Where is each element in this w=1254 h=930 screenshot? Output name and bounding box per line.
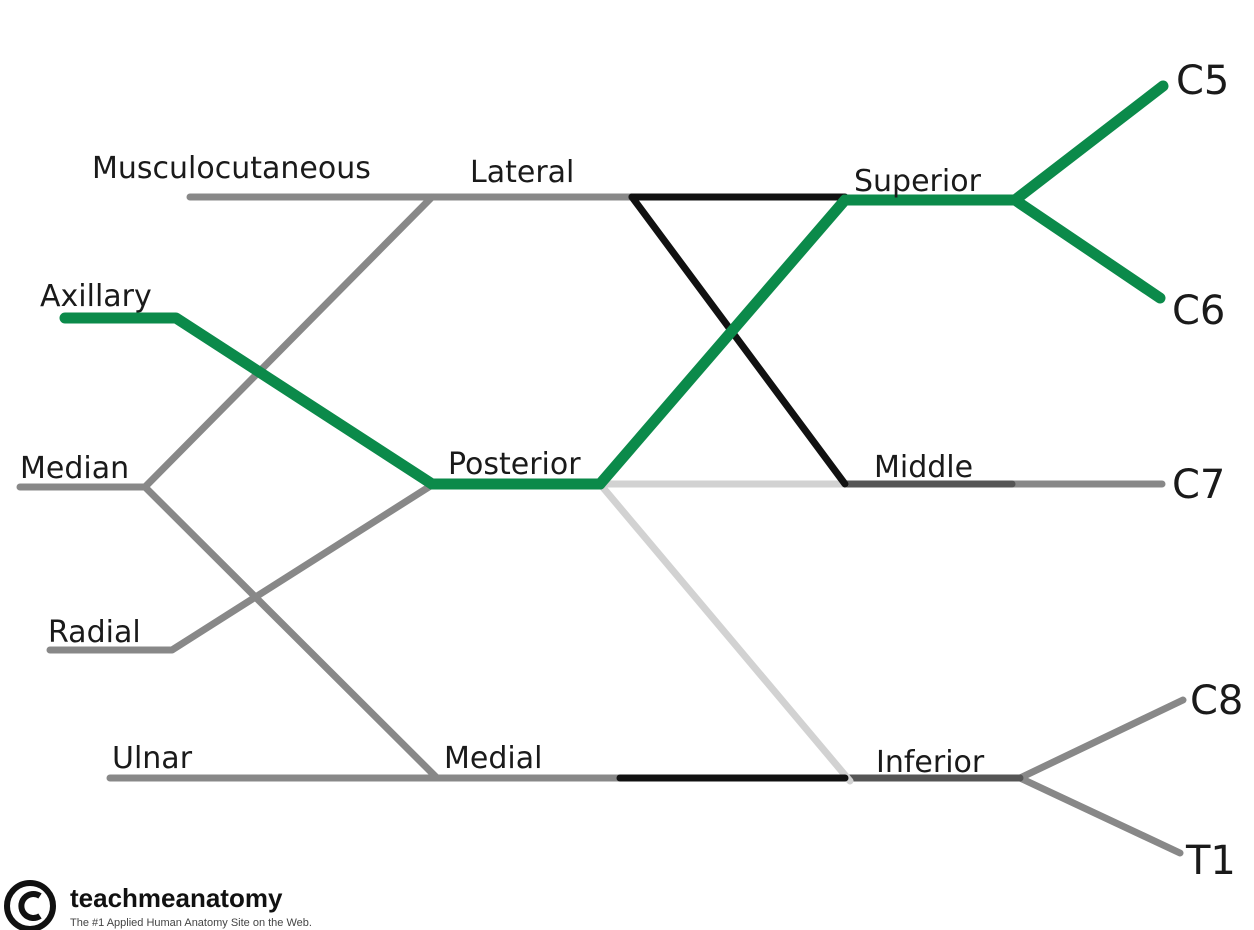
c5-to-superior-line: [1009, 80, 1169, 206]
median-label: Median: [20, 451, 129, 486]
lateral-label: Lateral: [470, 155, 574, 190]
c7-label: C7: [1172, 462, 1225, 508]
musculocutaneous-label: Musculocutaneous: [92, 151, 371, 186]
site-tagline: The #1 Applied Human Anatomy Site on the…: [70, 917, 312, 929]
superior-to-posterior-line: [594, 194, 851, 490]
lateral-to-middle-line: [628, 193, 849, 488]
radial-line: [46, 481, 436, 654]
c6-label: C6: [1172, 288, 1225, 334]
medial-label: Medial: [444, 741, 542, 776]
posterior-to-inferior-line: [596, 480, 854, 785]
c5-label: C5: [1176, 58, 1229, 104]
inferior-label: Inferior: [876, 745, 985, 780]
superior-label: Superior: [854, 164, 982, 199]
median-to-medial-line: [141, 483, 441, 782]
site-name: teachmeanatomy: [70, 883, 283, 913]
axillary-line: [59, 312, 438, 490]
c6-to-superior-line: [1009, 194, 1166, 304]
copyright-logo: [4, 880, 56, 930]
inferior-to-c8-line: [1016, 696, 1187, 782]
t1-label: T1: [1185, 838, 1236, 884]
inferior-to-t1-line: [1016, 774, 1184, 857]
copyright-symbol-icon: [18, 891, 42, 921]
c8-label: C8: [1190, 678, 1243, 724]
lateral-to-median-line: [141, 193, 436, 491]
radial-label: Radial: [48, 615, 141, 650]
middle-label: Middle: [874, 450, 973, 485]
posterior-label: Posterior: [448, 447, 581, 482]
ulnar-label: Ulnar: [112, 741, 193, 776]
axillary-label: Axillary: [40, 279, 152, 314]
